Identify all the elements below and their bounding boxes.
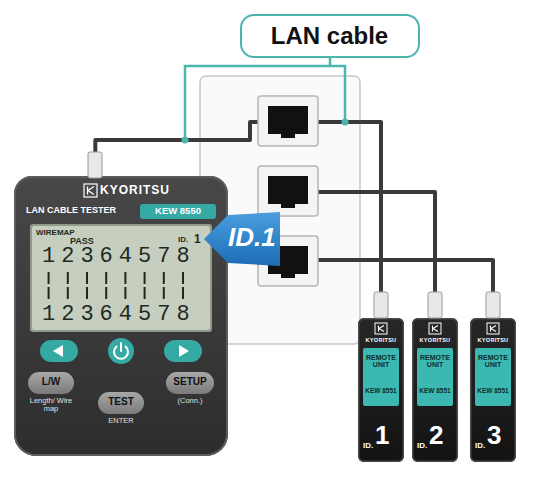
id-prefix: ID. [475, 442, 485, 450]
wall-jack [258, 166, 318, 216]
model-number: KEW 8551 [475, 388, 511, 395]
leader-line [329, 58, 332, 66]
model-label: REMOTE UNIT KEW 8551 [417, 348, 453, 406]
id-number: 3 [487, 422, 501, 449]
id-number: 1 [194, 233, 201, 246]
function-button: TESTENTER [98, 392, 144, 414]
wall-jack [258, 96, 318, 146]
brand-logo [429, 323, 441, 334]
model-number: KEW 8550 [140, 206, 216, 216]
leader-dot [182, 137, 189, 144]
remote-unit: KYORITSU ID.2 REMOTE UNIT KEW 8551 [412, 318, 458, 462]
brand-logo [491, 326, 497, 332]
product-name: REMOTE UNIT [363, 354, 399, 369]
model-number: KEW 8551 [363, 388, 399, 395]
button-label: TEST [98, 397, 144, 408]
rj45-plug [88, 152, 102, 178]
remote-unit: KYORITSU ID.1 REMOTE UNIT KEW 8551 [358, 318, 404, 462]
jack-socket [268, 176, 308, 204]
brand-name: KYORITSU [470, 338, 516, 344]
id-number: 2 [429, 422, 443, 449]
button-caption: (Conn.) [162, 397, 218, 405]
nav-button [164, 340, 202, 362]
product-name: REMOTE UNIT [475, 354, 511, 369]
rj45-plug [374, 292, 388, 318]
model-badge: KEW 8550 [140, 204, 216, 219]
button-label: SETUP [166, 377, 214, 388]
left-arrow-symbol [53, 345, 63, 357]
callout-text: LAN cable [242, 23, 417, 48]
rj45-plug [486, 292, 500, 318]
brand-logo [375, 323, 387, 334]
brand-name: KYORITSU [412, 338, 458, 344]
brand-logo [433, 326, 439, 332]
product-name: REMOTE UNIT [417, 354, 453, 369]
wire-segments [49, 272, 183, 299]
button-label: L/W [28, 377, 74, 388]
jack-frame [258, 236, 318, 286]
rj45-plug [428, 292, 442, 318]
nav-button [40, 340, 78, 362]
pin-numbers: 12364578 [42, 246, 196, 268]
jack-socket [268, 106, 308, 134]
id-callout: ID.1 [204, 212, 280, 266]
jack-frame [258, 166, 318, 216]
function-button: SETUP(Conn.) [166, 372, 214, 394]
brand-name: KYORITSU [358, 338, 404, 344]
leader-dot [342, 119, 349, 126]
power-button [108, 338, 134, 364]
tester-body: KYORITSULAN CABLE TESTERKEW 8550WIREMAPP… [14, 176, 228, 456]
product-name: LAN CABLE TESTER [26, 206, 116, 215]
jack-notch [281, 272, 295, 278]
function-button: L/WLength/ Wire map [28, 372, 74, 394]
id-number: 1 [375, 422, 389, 449]
wall-jack [258, 236, 318, 286]
remote-unit: KYORITSU ID.3 REMOTE UNIT KEW 8551 [470, 318, 516, 462]
jack-frame [258, 96, 318, 146]
callout-arrow [204, 212, 280, 266]
callout-box: LAN cable [240, 14, 420, 58]
brand-logo [88, 187, 95, 195]
lan-cable [318, 192, 435, 292]
id-prefix: ID. [363, 442, 373, 450]
button-caption: Length/ Wire map [24, 397, 78, 413]
jack-socket [268, 246, 308, 274]
leader-line [185, 66, 345, 140]
brand-logo [487, 323, 499, 334]
brand-logo [84, 184, 97, 197]
model-label: REMOTE UNIT KEW 8551 [475, 348, 511, 406]
model-label: REMOTE UNIT KEW 8551 [363, 348, 399, 406]
pin-numbers: 12364578 [42, 304, 196, 326]
brand-name: KYORITSU [100, 184, 170, 197]
mode-label: WIREMAP [36, 229, 75, 237]
id-prefix: ID. [178, 236, 188, 244]
brand-logo [379, 326, 385, 332]
callout-id: ID.1 [228, 224, 276, 251]
lcd-screen: WIREMAPPASSID.11236457812364578 [30, 224, 212, 332]
lan-cable [318, 260, 493, 292]
power-symbol [114, 343, 128, 359]
right-arrow-symbol [179, 345, 189, 357]
jack-notch [281, 132, 295, 138]
model-number: KEW 8551 [417, 388, 453, 395]
button-caption: ENTER [94, 417, 148, 425]
id-prefix: ID. [417, 442, 427, 450]
jack-notch [281, 202, 295, 208]
